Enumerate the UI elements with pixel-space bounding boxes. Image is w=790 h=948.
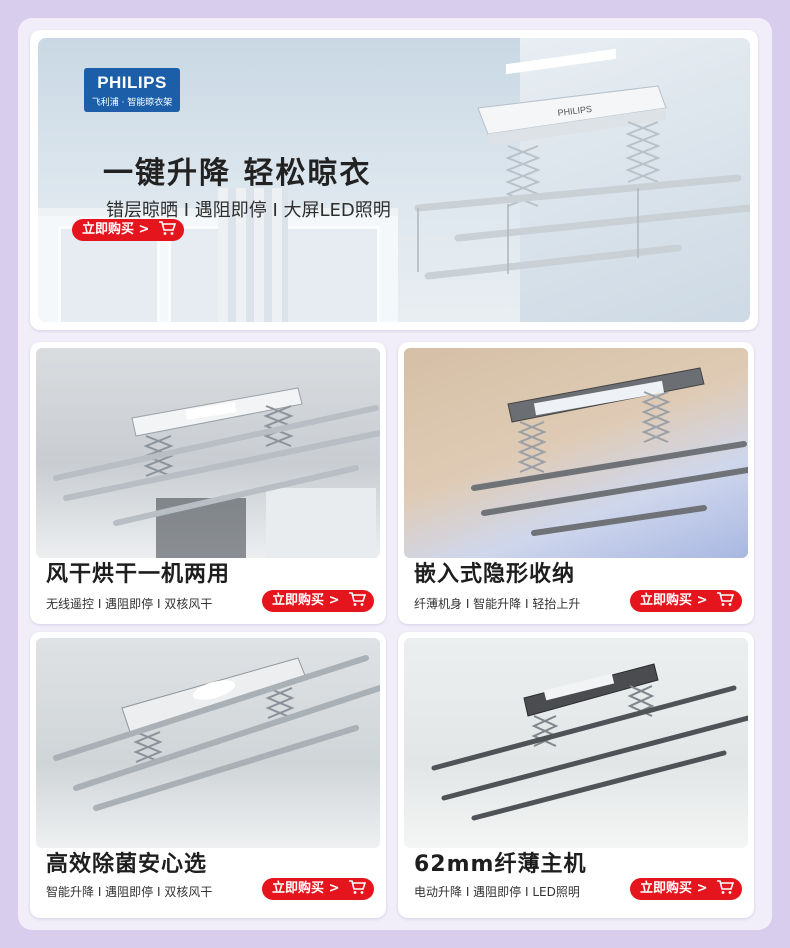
buy-now-button-3[interactable]: 立即购买 > (262, 878, 374, 900)
drying-rack-illustration (431, 663, 748, 821)
philips-logo: PHILIPS 飞利浦 · 智能晾衣架 (84, 68, 180, 112)
buy-now-button-1[interactable]: 立即购买 > (262, 590, 374, 612)
brand-subtitle: 飞利浦 · 智能晾衣架 (91, 98, 173, 108)
product-features-3: 智能升降 I 遇阻即停 I 双核风干 (46, 885, 213, 899)
shopping-cart-icon (349, 592, 366, 606)
buy-now-button-4[interactable]: 立即购买 > (630, 878, 742, 900)
product-image-2 (404, 348, 748, 558)
drying-rack-illustration (53, 387, 380, 558)
hero-buy-now-button[interactable]: 立即购买 > (72, 219, 184, 241)
product-card-4[interactable]: 62mm纤薄主机 电动升降 I 遇阻即停 I LED照明 立即购买 > (398, 632, 754, 918)
product-features-1: 无线遥控 I 遇阻即停 I 双核风干 (46, 597, 213, 611)
product-card-1[interactable]: 风干烘干一机两用 无线遥控 I 遇阻即停 I 双核风干 立即购买 > (30, 342, 386, 624)
brand-name: PHILIPS (97, 73, 167, 92)
drying-rack-illustration (53, 655, 380, 811)
hero-banner[interactable]: PHILIPS PHILIPS 飞利浦 · 智能晾衣架 (30, 30, 758, 330)
shopping-cart-icon (717, 880, 734, 894)
product-title-1: 风干烘干一机两用 (46, 562, 231, 587)
product-image-4 (404, 638, 748, 848)
drying-rack-illustration (471, 367, 748, 536)
hero-title: 一键升降 轻松晾衣 (103, 156, 372, 191)
buy-now-label: 立即购买 > (640, 593, 708, 608)
buy-now-button-2[interactable]: 立即购买 > (630, 590, 742, 612)
product-image-3 (36, 638, 380, 848)
hero-subtitle: 错层晾晒 I 遇阻即停 I 大屏LED照明 (106, 200, 391, 221)
product-features-2: 纤薄机身 I 智能升降 I 轻抬上升 (414, 597, 581, 611)
svg-text:PHILIPS: PHILIPS (557, 104, 592, 118)
hero-drying-rack-illustration: PHILIPS (414, 48, 750, 280)
product-features-4: 电动升降 I 遇阻即停 I LED照明 (414, 885, 580, 899)
buy-now-label: 立即购买 > (82, 222, 150, 237)
shopping-cart-icon (349, 880, 366, 894)
buy-now-label: 立即购买 > (272, 593, 340, 608)
product-title-2: 嵌入式隐形收纳 (414, 562, 576, 587)
buy-now-label: 立即购买 > (640, 881, 708, 896)
product-title-3: 高效除菌安心选 (46, 852, 208, 877)
shopping-cart-icon (158, 221, 176, 235)
product-image-1 (36, 348, 380, 558)
product-card-3[interactable]: 高效除菌安心选 智能升降 I 遇阻即停 I 双核风干 立即购买 > (30, 632, 386, 918)
shopping-cart-icon (717, 592, 734, 606)
product-title-4: 62mm纤薄主机 (414, 852, 587, 877)
product-card-2[interactable]: 嵌入式隐形收纳 纤薄机身 I 智能升降 I 轻抬上升 立即购买 > (398, 342, 754, 624)
buy-now-label: 立即购买 > (272, 881, 340, 896)
